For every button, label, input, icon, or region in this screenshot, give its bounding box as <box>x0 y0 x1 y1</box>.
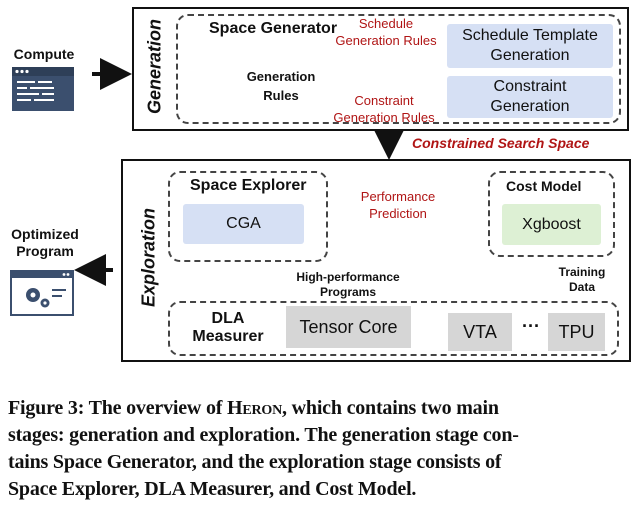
high-performance-programs-label: High-performance Programs <box>296 270 400 299</box>
generation-rules-label: Generation Rules <box>246 69 316 103</box>
caption-suffix: , which contains two main <box>282 397 499 419</box>
space-generator-container <box>176 14 621 124</box>
caption-line-3: tains Space Generator, and the explorati… <box>8 451 502 473</box>
exploration-stage-label: Exploration <box>138 208 159 308</box>
compute-label: Compute <box>13 46 75 62</box>
schedule-rules-label: Schedule Generation Rules <box>335 16 437 48</box>
performance-prediction-label: Performance Prediction <box>360 189 436 221</box>
schedule-template-box: Schedule Template Generation <box>447 24 613 68</box>
caption-line-1: Figure 3: The overview of Heron, which c… <box>8 395 634 422</box>
figure-caption: Figure 3: The overview of Heron, which c… <box>8 395 634 503</box>
constraint-generation-box: Constraint Generation <box>447 76 613 118</box>
training-data-label: Training Data <box>558 265 606 294</box>
tensor-core-box: Tensor Core <box>286 306 411 348</box>
tpu-box: TPU <box>548 313 605 351</box>
cga-box: CGA <box>183 204 304 244</box>
caption-prefix: Figure 3: The overview of <box>8 397 228 419</box>
caption-system-name: Heron <box>227 397 283 419</box>
xgboost-box: Xgboost <box>502 204 601 245</box>
cost-model-container <box>488 171 615 257</box>
constraint-rules-label: Constraint Generation Rules <box>333 93 435 125</box>
generation-stage-label: Generation <box>144 18 165 115</box>
ellipsis-label: ··· <box>522 316 540 336</box>
dla-measurer-container <box>168 301 619 356</box>
cost-model-label: Cost Model <box>506 178 582 194</box>
space-explorer-label: Space Explorer <box>190 177 307 194</box>
dla-measurer-label: DLA Measurer <box>192 310 264 345</box>
space-explorer-container <box>168 171 328 262</box>
compute-window-icon <box>12 67 74 111</box>
optimized-program-label: Optimized Program <box>11 226 79 259</box>
caption-line-2: stages: generation and exploration. The … <box>8 424 519 446</box>
constrained-search-space-label: Constrained Search Space <box>412 135 590 151</box>
vta-box: VTA <box>448 313 512 351</box>
caption-line-4: Space Explorer, DLA Measurer, and Cost M… <box>8 478 417 500</box>
space-generator-label: Space Generator <box>207 20 340 38</box>
program-window-icon <box>10 270 74 316</box>
